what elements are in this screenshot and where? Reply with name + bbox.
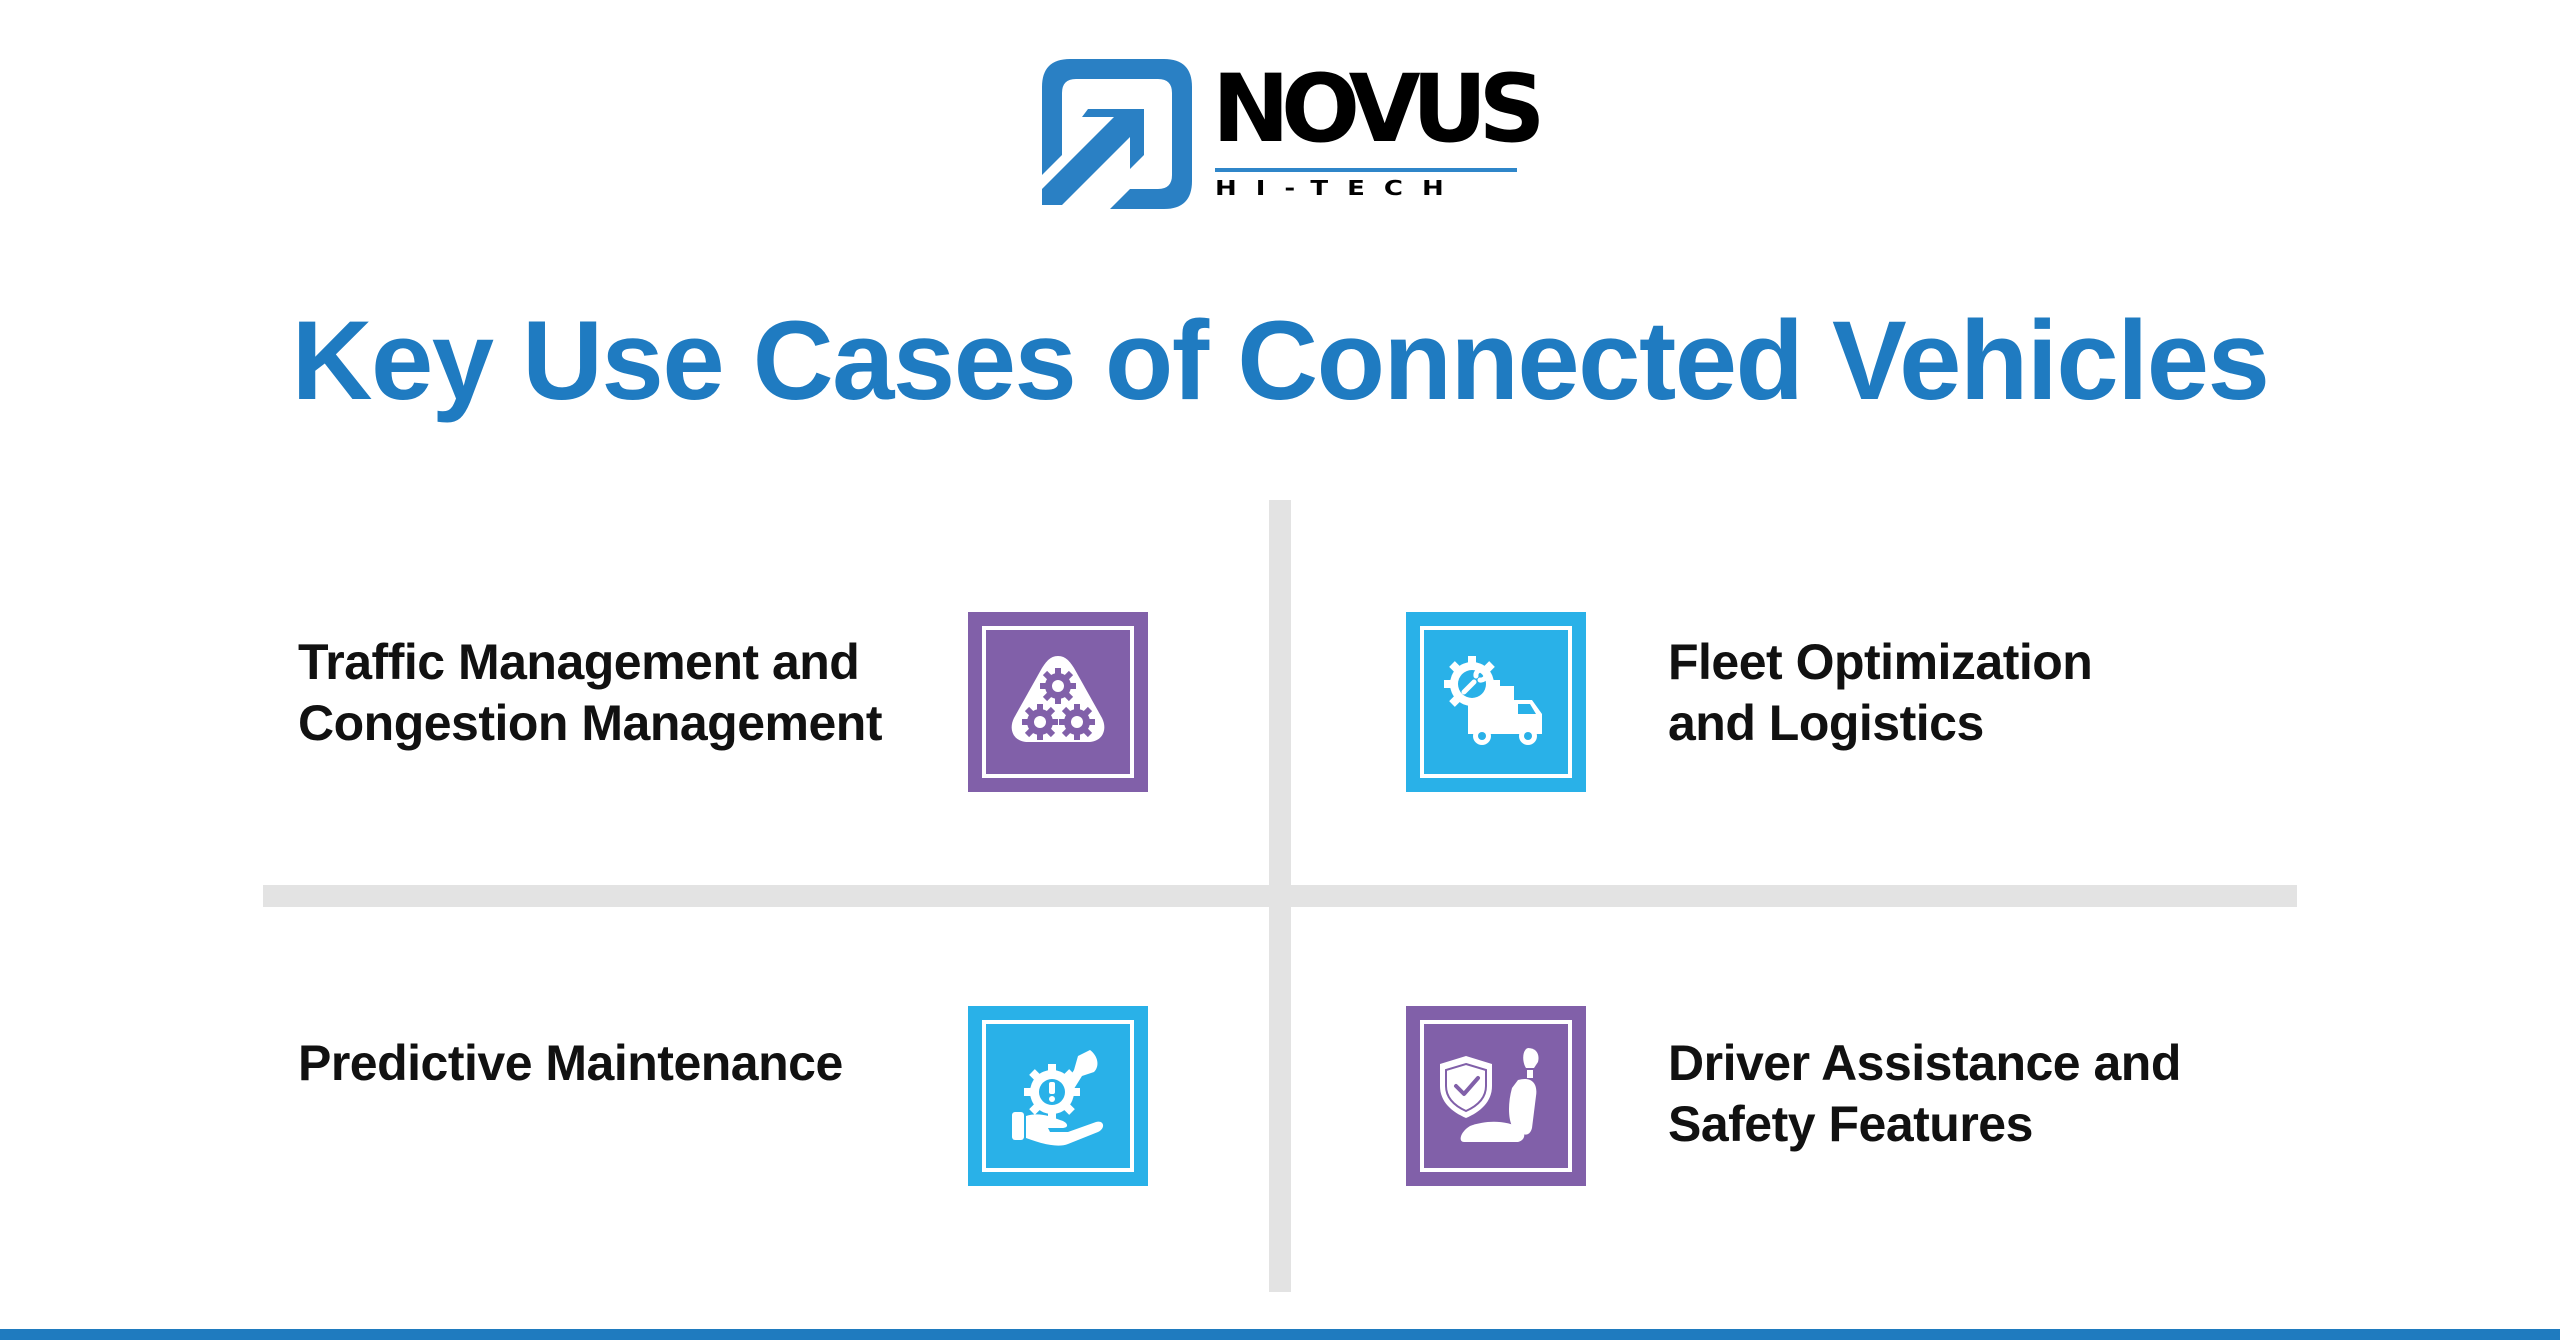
page-title: Key Use Cases of Connected Vehicles — [291, 298, 2270, 423]
truck-gear-wrench-icon — [1444, 656, 1542, 745]
icon-frame — [1420, 1020, 1572, 1172]
use-case-fleet-optimization: Fleet Optimization and Logistics — [1668, 632, 2093, 754]
icon-frame — [982, 1020, 1134, 1172]
arrow-up-right-in-square-icon — [1042, 59, 1192, 209]
label-line: Safety Features — [1668, 1096, 2033, 1152]
use-case-label: Predictive Maintenance — [298, 1033, 843, 1094]
brand-tagline: HI-TECH — [1215, 176, 1463, 201]
icon-frame — [1420, 626, 1572, 778]
use-case-traffic-management: Traffic Management and Congestion Manage… — [298, 632, 882, 754]
label-line: Driver Assistance and — [1668, 1035, 2181, 1091]
use-case-label: Driver Assistance and Safety Features — [1668, 1033, 2181, 1155]
use-case-predictive-maintenance: Predictive Maintenance — [298, 1033, 843, 1094]
label-line: Congestion Management — [298, 695, 882, 751]
shield-check-car-seat-icon — [1440, 1048, 1539, 1142]
label-line: Fleet Optimization — [1668, 634, 2093, 690]
use-case-label: Fleet Optimization and Logistics — [1668, 632, 2093, 754]
predictive-icon-tile — [968, 1006, 1148, 1186]
brand-logo: NOVUS HI-TECH — [1040, 55, 1545, 212]
use-case-label: Traffic Management and Congestion Manage… — [298, 632, 882, 754]
use-case-driver-assistance: Driver Assistance and Safety Features — [1668, 1033, 2181, 1155]
hand-gear-wrench-alert-icon — [1012, 1050, 1104, 1146]
driver-assistance-icon-tile — [1406, 1006, 1586, 1186]
traffic-icon-tile — [968, 612, 1148, 792]
label-line: Predictive Maintenance — [298, 1035, 843, 1091]
gears-triangle-icon — [1011, 656, 1105, 742]
label-line: and Logistics — [1668, 695, 1984, 751]
icon-frame — [982, 626, 1134, 778]
label-line: Traffic Management and — [298, 634, 860, 690]
logo-divider — [1215, 168, 1517, 172]
horizontal-divider — [263, 885, 2297, 907]
footer-accent-bar — [0, 1329, 2560, 1340]
brand-name: NOVUS — [1212, 55, 1545, 164]
fleet-icon-tile — [1406, 612, 1586, 792]
